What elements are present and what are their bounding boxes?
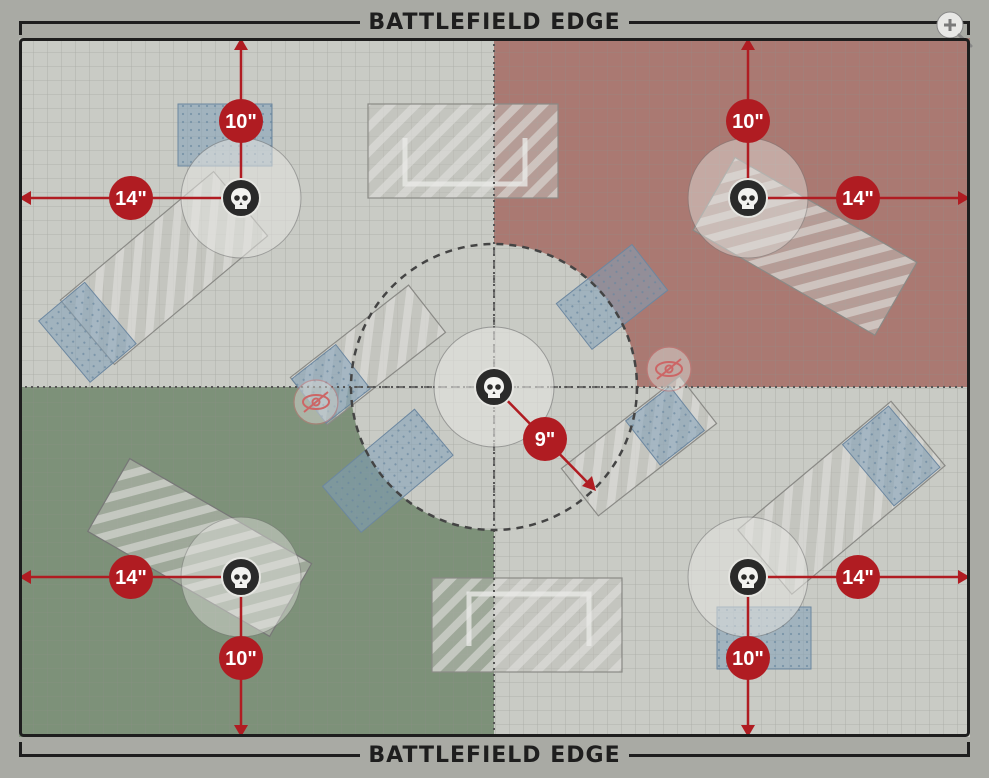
bottom-edge-label: BATTLEFIELD EDGE bbox=[360, 742, 629, 768]
svg-text:10": 10" bbox=[225, 111, 257, 133]
svg-text:14": 14" bbox=[115, 567, 147, 589]
objective-markers bbox=[221, 178, 768, 597]
svg-text:14": 14" bbox=[842, 188, 874, 210]
bottom-battlefield-edge: BATTLEFIELD EDGE bbox=[0, 742, 989, 768]
battlefield-map: 10" 14" 10" 14" 10" 14" 10" 14" bbox=[19, 38, 970, 737]
svg-text:10": 10" bbox=[732, 111, 764, 133]
terrain-center-upper-right bbox=[555, 243, 669, 351]
distance-badge-center-radius: 9" bbox=[523, 417, 567, 461]
distance-badge-br-vertical: 10" bbox=[726, 636, 770, 680]
distance-badge-tl-horizontal: 14" bbox=[109, 176, 153, 220]
skull-icon[interactable] bbox=[221, 557, 261, 597]
top-edge-label: BATTLEFIELD EDGE bbox=[360, 9, 629, 35]
distance-badge-br-horizontal: 14" bbox=[836, 555, 880, 599]
center-radius-circle bbox=[349, 242, 639, 532]
terrain-center-lower-right bbox=[560, 375, 718, 517]
skull-icon[interactable] bbox=[728, 557, 768, 597]
svg-text:14": 14" bbox=[115, 188, 147, 210]
terrain-bottom-center bbox=[431, 577, 623, 673]
distance-badge-tr-vertical: 10" bbox=[726, 99, 770, 143]
terrain-top-center bbox=[367, 103, 559, 199]
top-battlefield-edge: BATTLEFIELD EDGE bbox=[0, 9, 989, 35]
terrain-center-lower-left bbox=[321, 408, 454, 534]
eye-obscured-icon bbox=[646, 346, 692, 392]
svg-text:10": 10" bbox=[732, 648, 764, 670]
distance-badge-bl-horizontal: 14" bbox=[109, 555, 153, 599]
distance-badge-tl-vertical: 10" bbox=[219, 99, 263, 143]
skull-icon[interactable] bbox=[728, 178, 768, 218]
board-border bbox=[19, 38, 970, 737]
skull-icon[interactable] bbox=[474, 367, 514, 407]
distance-badge-tr-horizontal: 14" bbox=[836, 176, 880, 220]
distance-badge-bl-vertical: 10" bbox=[219, 636, 263, 680]
svg-text:9": 9" bbox=[535, 429, 556, 451]
zoom-in-icon[interactable] bbox=[933, 10, 973, 50]
skull-icon[interactable] bbox=[221, 178, 261, 218]
svg-text:14": 14" bbox=[842, 567, 874, 589]
eye-obscured-icon bbox=[293, 379, 339, 425]
svg-text:10": 10" bbox=[225, 648, 257, 670]
terrain-bottom-left bbox=[86, 457, 313, 638]
